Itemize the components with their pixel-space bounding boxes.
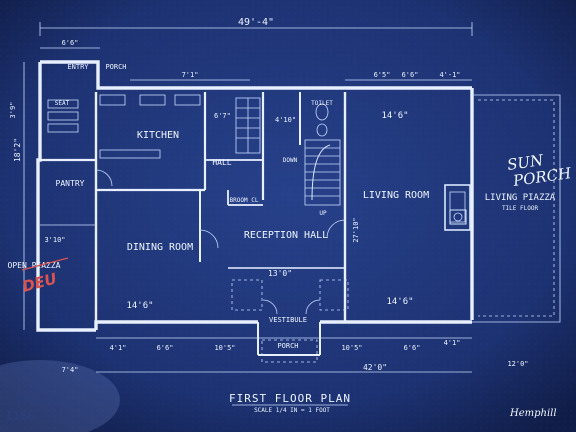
dim-top-7-1: 7'1"	[182, 71, 199, 79]
main-staircase	[304, 139, 341, 206]
room-hall: HALL	[212, 158, 231, 167]
room-porch-top: PORCH	[105, 63, 126, 71]
dim-left-3-10: 3'10"	[44, 236, 65, 244]
room-entry: ENTRY	[67, 63, 89, 71]
note-tile-floor: TILE FLOOR	[502, 205, 539, 212]
dim-bottom-12-0: 12'0"	[507, 360, 528, 368]
stamp-name: BILODEAU	[16, 395, 59, 405]
dim-living-27-10: 27'10"	[352, 217, 360, 242]
dim-stair-4-10: 4'10"	[275, 116, 296, 124]
dim-bottom-4-1: 4'1"	[110, 344, 127, 352]
left-dimension-chain: 3'9" 18'2" 3'10"	[9, 62, 66, 330]
dim-bottom-7-4: 7'4"	[62, 366, 79, 374]
red-strike-line	[21, 257, 69, 271]
dim-bottom-10-5b: 10'5"	[341, 344, 362, 352]
plan-title: FIRST FLOOR PLAN	[229, 392, 351, 405]
dim-living-bottom-14-6: 14'6"	[386, 297, 413, 307]
stamp-number: 1186	[6, 409, 35, 423]
dim-top-4-1: 4'-1"	[439, 71, 460, 79]
dim-bottom-10-5: 10'5"	[214, 344, 235, 352]
dim-bottom-6-6: 6'6"	[157, 344, 174, 352]
handwritten-sun: SUN	[506, 151, 545, 174]
dim-left-3-9: 3'9"	[9, 102, 17, 119]
overall-width-label: 49'-4"	[238, 17, 274, 28]
bottom-dimension-chain: 4'1" 6'6" 10'5" 10'5" 6'6" 4'1" 7'4" 42'…	[62, 337, 529, 374]
paper-faded-patch	[0, 360, 120, 432]
front-steps	[231, 279, 349, 363]
top-dimension-chain: 6'6" 7'1" 6'5" 6'6" 4'-1"	[40, 39, 472, 81]
room-seat: SEAT	[55, 100, 70, 107]
dim-bottom-6-6b: 6'6"	[404, 344, 421, 352]
room-broom-cl: BROOM CL	[230, 197, 259, 204]
toilet-fixture	[315, 103, 329, 137]
dim-left-18-2: 18'2"	[13, 138, 22, 162]
room-living-piazza: LIVING PIAZZA	[485, 193, 556, 203]
architect-signature: Hemphill	[509, 408, 557, 419]
note-up: UP	[319, 210, 327, 217]
fireplace	[444, 184, 471, 231]
dim-bottom-4-1b: 4'1"	[444, 339, 461, 347]
dim-dining-14-6: 14'6"	[126, 301, 153, 311]
room-pantry: PANTRY	[56, 179, 85, 188]
room-vestibule: VESTIBULE	[269, 316, 307, 324]
dim-top-6-5: 6'5"	[374, 71, 391, 79]
dim-top-6-6: 6'6"	[62, 39, 79, 47]
room-porch-bottom: PORCH	[277, 342, 298, 350]
dim-hall-6-7: 6'7"	[214, 112, 231, 120]
overall-dimension: 49'-4"	[39, 17, 473, 36]
dim-reception-13-0: 13'0"	[268, 269, 292, 278]
room-open-piazza: OPEN PIAZZA	[8, 261, 61, 270]
dim-living-14-6: 14'6"	[381, 111, 408, 121]
room-dining-room: DINING ROOM	[127, 242, 193, 253]
room-toilet: TOILET	[311, 100, 333, 107]
dim-top-6-6b: 6'6"	[402, 71, 419, 79]
room-living-room: LIVING ROOM	[363, 190, 429, 201]
room-reception-hall: RECEPTION HALL	[244, 230, 328, 241]
room-kitchen: KITCHEN	[137, 130, 179, 141]
kitchen-fixtures	[47, 94, 201, 159]
door-swings	[95, 169, 346, 315]
note-down: DOWN	[283, 157, 298, 164]
interior-walls	[40, 92, 347, 356]
dim-bottom-42-0: 42'0"	[363, 363, 387, 372]
back-staircase	[235, 97, 261, 154]
plan-scale: SCALE 1/4 IN = 1 FOOT	[254, 407, 330, 414]
